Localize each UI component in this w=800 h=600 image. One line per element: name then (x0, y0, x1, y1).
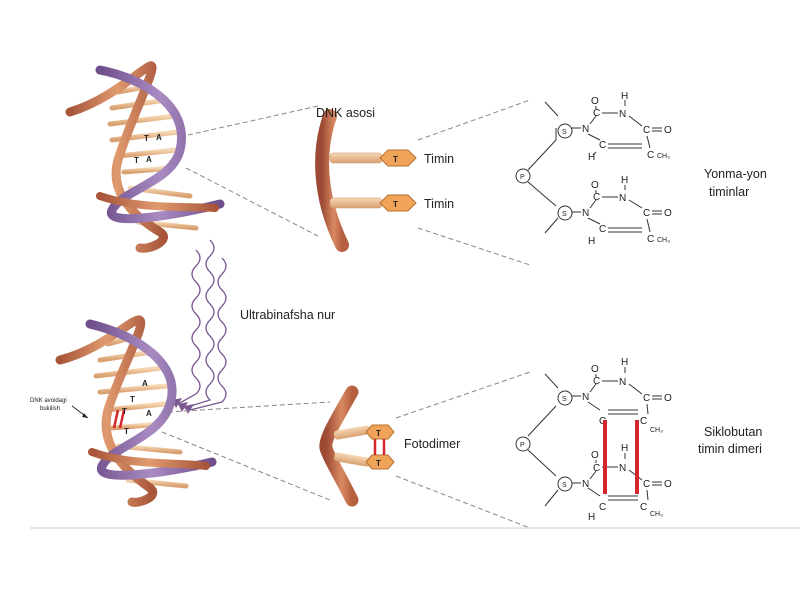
svg-text:O: O (664, 479, 672, 490)
svg-text:C: C (643, 208, 650, 219)
zoom-line (161, 431, 331, 501)
dna-helix-top: T A T A (65, 61, 225, 253)
zoom-line (417, 227, 531, 266)
svg-text:P: P (520, 174, 525, 181)
svg-text:S: S (562, 211, 567, 218)
svg-text:N: N (582, 479, 589, 490)
zoom-line (395, 475, 531, 529)
svg-text:O: O (591, 364, 599, 375)
svg-text:P: P (520, 442, 525, 449)
label-yonma-yon-1: Yonma-yon (704, 167, 767, 181)
photodimer-segment: T T (319, 385, 395, 507)
chemical-structure-cyclobutane-dimer: S N C O N H C O C CH₃ C P S N C O (515, 357, 672, 523)
base-label-t: T (144, 134, 149, 143)
svg-text:C: C (640, 416, 647, 427)
svg-text:N: N (582, 392, 589, 403)
svg-text:N: N (619, 109, 626, 120)
svg-text:C: C (599, 416, 606, 427)
svg-text:CH₃: CH₃ (650, 427, 663, 434)
base-label-a: A (156, 133, 162, 142)
base-label-t: T (122, 407, 127, 416)
dna-backbone-segment-top: T T (315, 109, 417, 252)
svg-text:C: C (593, 192, 600, 203)
label-siklobutan-2: timin dimeri (698, 442, 762, 456)
svg-text:CH₃: CH₃ (657, 153, 670, 160)
base-label-t: T (134, 156, 139, 165)
svg-text:O: O (591, 450, 599, 461)
label-yonma-yon-2: timinlar (709, 185, 749, 199)
strand-orange (65, 61, 168, 253)
svg-text:C: C (643, 479, 650, 490)
svg-text:N: N (582, 208, 589, 219)
svg-text:C: C (599, 140, 606, 151)
svg-text:O: O (664, 125, 672, 136)
dna-helix-bottom: A T A T T (55, 315, 217, 507)
svg-text:S: S (562, 396, 567, 403)
svg-text:H: H (588, 152, 595, 163)
svg-text:H: H (621, 175, 628, 186)
svg-text:H: H (621, 443, 628, 454)
svg-text:C: C (640, 502, 647, 513)
zoom-line (167, 401, 331, 413)
svg-text:C: C (647, 150, 654, 161)
zoom-line (185, 167, 319, 237)
svg-text:T: T (376, 429, 381, 438)
label-dnk-asosi: DNK asosi (316, 106, 375, 120)
label-timin-1: Timin (424, 152, 454, 166)
uv-light-waves (172, 239, 227, 414)
svg-text:H: H (588, 512, 595, 523)
strand-purple (95, 65, 225, 224)
svg-text:C: C (643, 393, 650, 404)
base-label-a: A (146, 409, 152, 418)
svg-text:C: C (599, 224, 606, 235)
svg-text:C: C (647, 234, 654, 245)
svg-text:S: S (562, 482, 567, 489)
zoom-line (417, 99, 531, 141)
svg-text:N: N (582, 124, 589, 135)
thymine-hexagon: T (379, 149, 417, 167)
svg-text:N: N (619, 193, 626, 204)
svg-text:O: O (664, 208, 672, 219)
label-siklobutan-1: Siklobutan (704, 425, 762, 439)
thymine-hexagon: T (379, 194, 417, 212)
svg-text:C: C (593, 376, 600, 387)
zoom-line (187, 105, 319, 136)
label-dnk-bukilish-2: bukilish (40, 406, 60, 412)
label-fotodimer: Fotodimer (404, 437, 460, 451)
chemical-structure-adjacent-thymines: S N C O N H C O C CH₃ C H P S N (515, 91, 672, 247)
svg-text:C: C (593, 108, 600, 119)
svg-text:C: C (593, 463, 600, 474)
base-label-t: T (124, 427, 129, 436)
svg-text:N: N (619, 463, 626, 474)
svg-text:T: T (376, 459, 381, 468)
svg-text:O: O (591, 96, 599, 107)
svg-text:T: T (393, 200, 398, 209)
svg-text:O: O (591, 180, 599, 191)
thymine-hexagon: T (365, 454, 395, 470)
svg-text:C: C (643, 125, 650, 136)
label-dnk-bukilish-1: DNK avoidagi (30, 398, 67, 404)
svg-text:O: O (664, 393, 672, 404)
label-ultrabinafsha: Ultrabinafsha nur (240, 308, 335, 322)
base-label-a: A (142, 379, 148, 388)
svg-text:T: T (393, 155, 398, 164)
base-label-a: A (146, 155, 152, 164)
base-label-t: T (130, 395, 135, 404)
svg-text:CH₃: CH₃ (657, 237, 670, 244)
svg-text:C: C (599, 502, 606, 513)
thymine-hexagon: T (365, 424, 395, 440)
svg-text:H: H (621, 357, 628, 368)
svg-text:H: H (621, 91, 628, 102)
svg-text:CH₃: CH₃ (650, 511, 663, 518)
label-timin-2: Timin (424, 197, 454, 211)
svg-text:H: H (588, 236, 595, 247)
svg-text:N: N (619, 377, 626, 388)
zoom-line (395, 371, 531, 419)
svg-text:S: S (562, 129, 567, 136)
